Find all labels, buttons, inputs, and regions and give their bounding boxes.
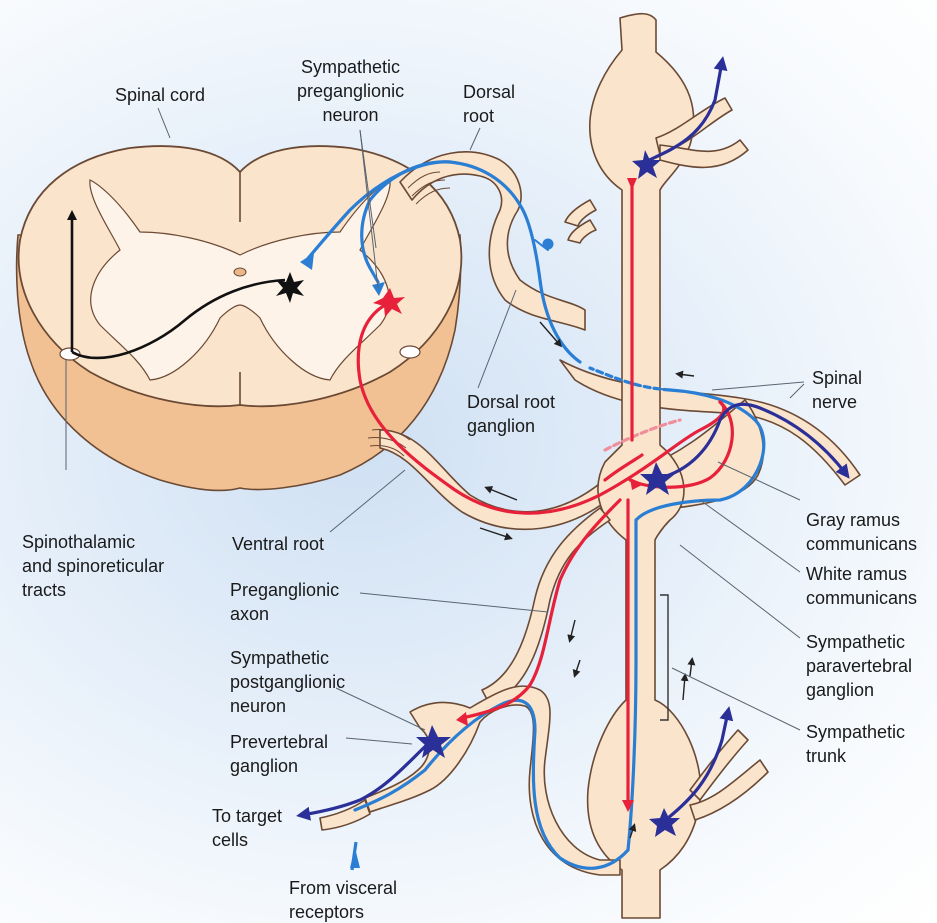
label-gray-ramus: Gray ramus communicans bbox=[806, 508, 917, 556]
nerve-tissue bbox=[320, 14, 860, 918]
central-canal bbox=[234, 268, 246, 276]
label-sympathetic-trunk: Sympathetic trunk bbox=[806, 720, 905, 768]
trunk-bracket bbox=[660, 595, 668, 720]
label-prevertebral-ganglion: Prevertebral ganglion bbox=[230, 730, 328, 778]
label-preganglionic-axon: Preganglionic axon bbox=[230, 578, 339, 626]
prevertebral-ganglion-shape bbox=[365, 686, 620, 875]
label-to-target-cells: To target cells bbox=[212, 804, 282, 852]
label-from-visceral-receptors: From visceral receptors bbox=[289, 876, 397, 923]
label-sympathetic-preganglionic-neuron: Sympathetic preganglionic neuron bbox=[297, 55, 404, 127]
label-spinal-nerve: Spinal nerve bbox=[812, 366, 862, 414]
ventral-root-shape bbox=[380, 430, 620, 529]
label-ventral-root: Ventral root bbox=[232, 532, 324, 556]
lateral-horn-dot bbox=[400, 346, 420, 358]
drg-cell-body bbox=[543, 239, 554, 250]
label-sympathetic-paravertebral-ganglion: Sympathetic paravertebral ganglion bbox=[806, 630, 912, 702]
label-spinal-cord: Spinal cord bbox=[115, 83, 205, 107]
label-sympathetic-postganglionic-neuron: Sympathetic postganglionic neuron bbox=[230, 646, 345, 718]
label-dorsal-root-ganglion: Dorsal root ganglion bbox=[467, 390, 555, 438]
splanchnic-nerve bbox=[482, 508, 610, 705]
label-white-ramus: White ramus communicans bbox=[806, 562, 917, 610]
label-dorsal-root: Dorsal root bbox=[463, 80, 515, 128]
label-spinothalamic-tracts: Spinothalamic and spinoreticular tracts bbox=[22, 530, 164, 602]
